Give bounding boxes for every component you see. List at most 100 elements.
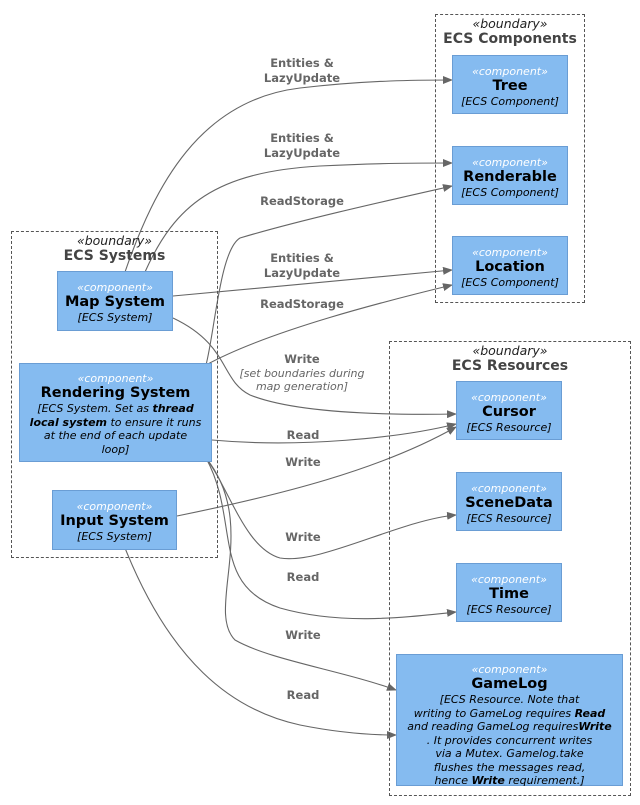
component-name: SceneData (465, 495, 553, 511)
edge-render-to-time (205, 457, 457, 620)
boundary-ecs-resources: «boundary» ECS Resources (389, 341, 631, 796)
edge-label-map-location: Entities & LazyUpdate (262, 251, 342, 281)
edge-render-to-cursor (211, 422, 457, 444)
component-description: [ECS Resource] (466, 512, 552, 525)
edge-map-to-location (172, 266, 453, 297)
desc-text: [ECS System. Set as (37, 402, 153, 415)
component-name: Location (475, 259, 545, 275)
desc-text: flushes the messages read, (433, 760, 586, 774)
component-description: [ECS Component] (461, 95, 559, 108)
component-description: [ECS System. Set as thread local system … (20, 402, 211, 456)
component-description: [ECS Resource] (466, 421, 552, 434)
edge-label-line: LazyUpdate (263, 146, 341, 160)
desc-text: and reading GameLog requires (407, 720, 579, 733)
desc-emphasis: Write (471, 774, 505, 787)
edge-map-to-cursor (172, 317, 457, 419)
component-stereotype: «component» (472, 246, 548, 259)
component-scenedata[interactable]: «component» SceneData [ECS Resource] (456, 472, 562, 531)
component-name: Tree (492, 78, 528, 94)
edge-render-to-gamelog (205, 457, 397, 691)
component-name: Time (489, 586, 529, 602)
desc-emphasis: local system (29, 415, 107, 429)
edge-label-render-location: ReadStorage (260, 297, 344, 311)
component-name: Cursor (482, 404, 536, 420)
component-gamelog[interactable]: «component» GameLog [ECS Resource. Note … (396, 654, 623, 788)
edge-label-input-cursor: Write (285, 455, 321, 469)
edge-label-map-renderable: Entities & LazyUpdate (262, 131, 342, 161)
desc-text: via a Mutex. Gamelog.take (435, 747, 584, 760)
edge-label-map-tree: Entities & LazyUpdate (262, 56, 342, 86)
desc-text: to ensure it runs (107, 415, 202, 429)
desc-emphasis: Write (578, 720, 612, 733)
edge-label-render-time: Read (286, 570, 320, 584)
component-name: GameLog (471, 676, 548, 692)
component-name: Renderable (463, 169, 557, 185)
boundary-title: ECS Components (443, 31, 577, 47)
desc-text: requirement.] (504, 774, 585, 787)
component-map-system[interactable]: «component» Map System [ECS System] (57, 271, 173, 331)
desc-text: writing to GameLog requires (413, 706, 575, 720)
edge-map-to-tree (124, 76, 453, 273)
edge-label-note: map generation] (255, 380, 349, 393)
edge-label-render-renderable: ReadStorage (260, 194, 344, 208)
component-description: [ECS Component] (461, 186, 559, 199)
edge-label-render-scenedata: Write (285, 530, 321, 544)
edge-map-to-renderable (144, 159, 453, 273)
boundary-title: ECS Systems (63, 248, 166, 264)
component-name: Input System (60, 513, 169, 529)
boundary-stereotype: «boundary» (472, 16, 548, 31)
edge-label-line: LazyUpdate (263, 71, 341, 85)
edge-input-to-cursor (176, 426, 457, 517)
component-description: [ECS Resource. Note that writing to Game… (397, 693, 622, 788)
edge-render-to-location (205, 283, 453, 366)
component-stereotype: «component» (471, 482, 547, 495)
component-time[interactable]: «component» Time [ECS Resource] (456, 563, 562, 622)
component-stereotype: «component» (472, 65, 548, 78)
component-stereotype: «component» (77, 281, 153, 294)
edge-render-to-renderable (205, 184, 453, 366)
edge-render-to-scenedata (205, 457, 457, 560)
edge-label-line: Entities & (270, 131, 334, 145)
component-stereotype: «component» (77, 372, 154, 385)
edge-label-render-cursor: Read (286, 428, 320, 442)
edge-label-line: Entities & (270, 251, 334, 265)
desc-text: [ECS Resource. Note that (439, 693, 580, 706)
component-renderable[interactable]: «component» Renderable [ECS Component] (452, 146, 568, 205)
component-input-system[interactable]: «component» Input System [ECS System] (52, 490, 177, 550)
component-stereotype: «component» (76, 500, 153, 513)
component-stereotype: «component» (472, 156, 548, 169)
component-name: Rendering System (40, 385, 191, 401)
component-cursor[interactable]: «component» Cursor [ECS Resource] (456, 381, 562, 440)
boundary-ecs-components: «boundary» ECS Components (435, 14, 585, 303)
desc-text: at the end of each update (43, 429, 188, 442)
component-stereotype: «component» (471, 391, 547, 404)
boundary-stereotype: «boundary» (472, 343, 548, 358)
desc-text: . It provides concurrent writes (426, 733, 593, 747)
component-rendering-system[interactable]: «component» Rendering System [ECS System… (19, 363, 212, 462)
component-tree[interactable]: «component» Tree [ECS Component] (452, 55, 568, 114)
boundary-stereotype: «boundary» (77, 233, 152, 248)
component-description: [ECS System] (77, 530, 152, 543)
desc-text: loop] (101, 442, 130, 456)
boundary-title: ECS Resources (451, 358, 569, 374)
component-name: Map System (64, 294, 166, 310)
edge-label-map-cursor: Write [set boundaries during map generat… (232, 352, 372, 393)
edge-label-render-gamelog: Write (285, 628, 321, 642)
edge-label-input-gamelog: Read (286, 688, 320, 702)
desc-text: hence (434, 774, 472, 787)
component-description: [ECS System] (77, 311, 153, 324)
desc-emphasis: thread (152, 402, 194, 415)
component-description: [ECS Resource] (466, 603, 552, 616)
desc-emphasis: Read (574, 706, 606, 720)
component-description: [ECS Component] (461, 276, 559, 289)
edge-input-to-gamelog (124, 547, 397, 739)
edge-label-line: LazyUpdate (263, 266, 341, 280)
edge-label-line: Entities & (270, 56, 334, 70)
component-location[interactable]: «component» Location [ECS Component] (452, 236, 568, 295)
component-stereotype: «component» (471, 573, 547, 586)
boundary-ecs-systems: «boundary» ECS Systems (11, 231, 218, 558)
edge-label-note: [set boundaries during (239, 367, 365, 380)
edge-label-text: Write (284, 352, 320, 366)
